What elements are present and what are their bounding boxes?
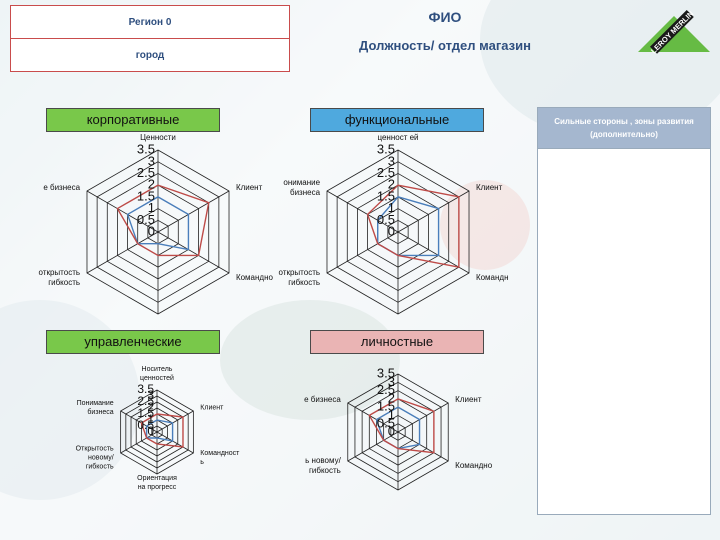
radar-tick-label: 3 bbox=[147, 388, 154, 402]
region-cell: Регион 0 bbox=[10, 5, 290, 39]
radar-tick-label: 0.5 bbox=[377, 415, 395, 430]
radar-spoke bbox=[120, 431, 158, 454]
radar-tick-label: 0 bbox=[388, 224, 395, 239]
radar-spoke bbox=[156, 431, 194, 454]
radar-tick-label: 2.5 bbox=[377, 165, 395, 180]
radar-axis-label: Клиент bbox=[200, 404, 224, 411]
category-managerial: управленческие bbox=[46, 330, 220, 354]
radar-tick-label: 2 bbox=[388, 390, 395, 405]
radar-spoke bbox=[156, 410, 194, 433]
position-title: Должность/ отдел магазин bbox=[359, 38, 531, 53]
radar-tick-label: 2 bbox=[388, 177, 395, 192]
fio-title: ФИО bbox=[428, 9, 462, 25]
radar-axis-label: Командн bbox=[476, 273, 509, 282]
radar-tick-label: 1 bbox=[148, 200, 155, 215]
radar-tick-label: 1.5 bbox=[377, 399, 395, 414]
header-table: Регион 0 город bbox=[10, 5, 290, 72]
radar-axis-label: ь новому/гибкость bbox=[305, 456, 341, 475]
radar-axis-label: Командно bbox=[455, 461, 493, 470]
radar-tick-label: 1.5 bbox=[137, 188, 155, 203]
radar-tick-label: 3.5 bbox=[137, 142, 155, 157]
radar-tick-label: 2.5 bbox=[137, 394, 154, 408]
radar-tick-label: 2.5 bbox=[377, 382, 395, 397]
radar-spoke bbox=[157, 231, 230, 274]
radar-spoke bbox=[326, 190, 399, 233]
radar-axis-label: Клиент bbox=[236, 183, 263, 192]
radar-series-1 bbox=[126, 196, 190, 251]
radar-series-2 bbox=[116, 184, 210, 257]
radar-tick-label: 0.5 bbox=[377, 212, 395, 227]
leroy-merlin-logo: LEROY MERLIN bbox=[638, 9, 710, 55]
radar-spoke bbox=[86, 190, 159, 233]
radar-spoke bbox=[397, 402, 449, 433]
radar-tick-label: 3.5 bbox=[377, 142, 395, 157]
city-cell: город bbox=[10, 38, 290, 72]
radar-axis-label: Клиент bbox=[476, 183, 503, 192]
radar-spoke bbox=[347, 402, 399, 433]
radar-tick-label: 0 bbox=[148, 224, 155, 239]
category-corporate: корпоративные bbox=[46, 108, 220, 132]
radar-axis-label: ценност ей bbox=[377, 133, 418, 142]
radar-spoke bbox=[326, 231, 399, 274]
radar-tick-label: 1.5 bbox=[377, 188, 395, 203]
radar-spoke bbox=[397, 190, 470, 233]
radar-series-2 bbox=[368, 398, 435, 454]
radar-axis-label: е бизнеса bbox=[43, 183, 80, 192]
radar-series-2 bbox=[366, 184, 460, 268]
radar-tick-label: 1 bbox=[147, 412, 154, 426]
radar-spoke bbox=[120, 410, 158, 433]
radar-tick-label: 0 bbox=[147, 424, 154, 438]
radar-axis-label: Клиент bbox=[455, 395, 482, 404]
radar-tick-label: 0 bbox=[388, 424, 395, 439]
radar-tick-label: 0.5 bbox=[137, 418, 154, 432]
radar-tick-label: 3.5 bbox=[377, 366, 395, 381]
radar-series-1 bbox=[145, 419, 174, 442]
category-functional: функциональные bbox=[310, 108, 484, 132]
radar-axis-label: Командно bbox=[236, 273, 274, 282]
radar-tick-label: 3.5 bbox=[137, 382, 154, 396]
radar-tick-label: 2 bbox=[148, 177, 155, 192]
radar-tick-label: 3 bbox=[388, 374, 395, 389]
strengths-panel: Сильные стороны , зоны развития (дополни… bbox=[537, 107, 711, 515]
radar-tick-label: 2.5 bbox=[137, 165, 155, 180]
radar-axis-label: е бизнеса bbox=[304, 395, 341, 404]
radar-tick-label: 3 bbox=[388, 153, 395, 168]
radar-spoke bbox=[397, 431, 449, 462]
radar-tick-label: 0.5 bbox=[137, 212, 155, 227]
radar-tick-label: 1.5 bbox=[137, 406, 154, 420]
radar-tick-label: 1 bbox=[388, 407, 395, 422]
category-personal: личностные bbox=[310, 330, 484, 354]
strengths-panel-title: Сильные стороны , зоны развития (дополни… bbox=[538, 108, 710, 149]
radar-series-2 bbox=[140, 413, 184, 448]
radar-spoke bbox=[86, 231, 159, 274]
radar-spoke bbox=[347, 431, 399, 462]
radar-tick-label: 1 bbox=[388, 200, 395, 215]
radar-tick-label: 2 bbox=[147, 400, 154, 414]
radar-axis-label: Ценности bbox=[140, 133, 176, 142]
radar-spoke bbox=[157, 190, 230, 233]
radar-tick-label: 3 bbox=[148, 153, 155, 168]
